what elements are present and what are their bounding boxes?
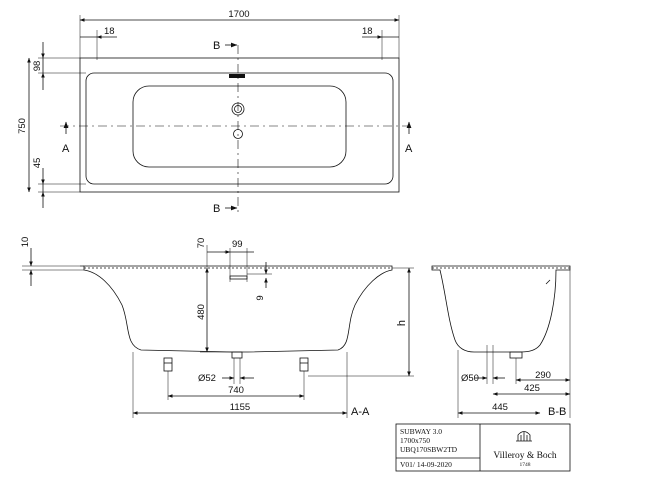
rim-thickness-dimension: 10 [20, 237, 31, 248]
edge-right-dimension: 18 [362, 26, 373, 37]
drain-offset-dimension: 9 [255, 295, 266, 300]
product-size: 1700x750 [400, 436, 430, 445]
pipe-diameter-dimension: Ø52 [198, 373, 216, 384]
tub-inner-rim [85, 72, 394, 185]
pipe-diameter-bb-dimension: Ø50 [461, 373, 479, 384]
drain-offset-bb-dimension: 290 [535, 370, 551, 381]
base-length-dimension: 1155 [230, 402, 250, 413]
foot-right [299, 357, 309, 372]
tub-basin [132, 85, 347, 168]
title-block-frame [395, 423, 571, 472]
revision-date: V01/ 14-09-2020 [400, 460, 452, 469]
section-aa-view: 10 h 70 99 9 480 [20, 237, 414, 418]
drain-width-dimension: 99 [232, 239, 243, 250]
drain-body-bb [509, 351, 523, 359]
product-code: UBQ170SBW2TD [400, 445, 458, 454]
depth-dimension: 480 [196, 304, 207, 320]
tub-outline [79, 57, 400, 193]
width-dimension: 750 [17, 118, 28, 134]
top-view: 1700 18 18 98 750 45 [17, 9, 413, 215]
section-b-top-label: B [213, 40, 220, 52]
title-block: SUBWAY 3.0 1700x750 UBQ170SBW2TD V01/ 14… [395, 423, 571, 472]
rim-top-dimension: 98 [32, 61, 43, 72]
drain-to-wall-dimension: 425 [524, 383, 540, 394]
section-b-bottom-label: B [213, 203, 220, 215]
brand-logo-icon [516, 431, 532, 442]
section-bb-label: B-B [548, 406, 566, 418]
brand-year: 1748 [520, 462, 531, 468]
slope-mark [545, 279, 551, 285]
offset-dimension: 70 [196, 238, 207, 249]
section-bb-view: Ø50 290 425 445 B-B [431, 265, 571, 418]
section-a-right-label: A [405, 143, 413, 155]
edge-left-dimension: 18 [104, 26, 115, 37]
overflow-fitting [229, 275, 248, 280]
length-dimension: 1700 [228, 9, 249, 20]
section-a-left-label: A [62, 143, 70, 155]
overflow-slot [229, 74, 245, 78]
height-label: h [396, 320, 408, 326]
brand-name: Villeroy & Boch [493, 451, 557, 461]
rim-bottom-dimension: 45 [32, 158, 43, 169]
product-name: SUBWAY 3.0 [400, 427, 442, 436]
section-aa-label: A-A [351, 406, 370, 418]
tub-cross-section-profile [431, 265, 571, 353]
drain-body [231, 351, 243, 359]
base-width-dimension: 445 [492, 402, 508, 413]
tub-section-profile [83, 265, 393, 353]
foot-left [163, 357, 173, 372]
feet-spacing-dimension: 740 [228, 385, 244, 396]
